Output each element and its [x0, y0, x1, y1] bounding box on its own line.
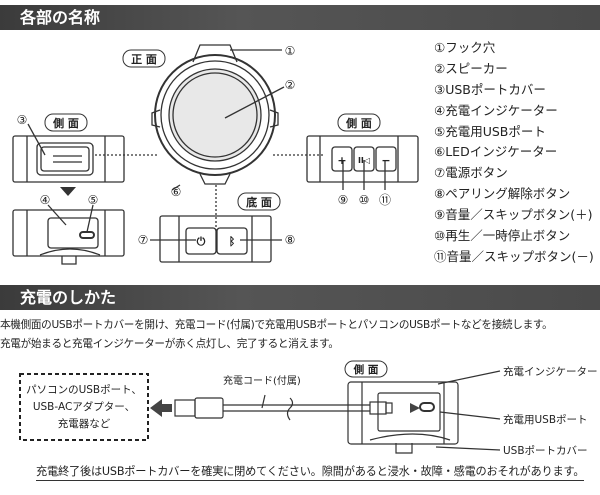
callout-5: ⑤ [88, 193, 99, 207]
section-header-part-names: 各部の名称 [0, 5, 600, 30]
callout-3: ③ [17, 113, 28, 127]
callout-10: ⑩ [359, 193, 370, 207]
down-arrow-icon [60, 187, 76, 196]
section-header-charging: 充電のしかた [0, 285, 600, 310]
power-icon: ⏻ [197, 235, 206, 248]
part-item: ⑪音量／スキップボタン(－) [434, 248, 594, 264]
part-item: ②スピーカー [434, 60, 508, 76]
side-view-cover-closed [12, 135, 125, 183]
charging-instructions: 本機側面のUSBポートカバーを開け、充電コード(付属)で充電用USBポートとパソ… [0, 316, 553, 354]
source-line-1: パソコンのUSBポート、 [26, 384, 142, 396]
callout-2: ② [285, 78, 296, 92]
callout-11: ⑪ [379, 193, 391, 207]
callout-9: ⑨ [338, 193, 349, 207]
plus-icon: + [337, 154, 346, 167]
part-item: ⑤充電用USBポート [434, 123, 546, 139]
view-label-side-right: 側 面 [345, 116, 372, 130]
callout-1: ① [285, 44, 296, 58]
callout-6: ⑥ [171, 185, 182, 199]
arrow-right-icon [398, 403, 420, 413]
source-line-2: USB-ACアダプター、 [33, 400, 135, 413]
cable-label: 充電コード(付属) [223, 374, 301, 387]
instruction-line: 本機側面のUSBポートカバーを開け、充電コード(付属)で充電用USBポートとパソ… [0, 319, 553, 331]
view-label-front: 正 面 [131, 53, 157, 66]
part-item: ⑨音量／スキップボタン(＋) [434, 207, 593, 223]
callout-numbers: ① ② ③ ④ ⑤ ⑥ ⑦ ⑧ ⑨ ⑩ ⑪ [17, 44, 391, 247]
callout-7: ⑦ [138, 233, 149, 247]
view-label-bottom: 底 面 [246, 195, 272, 209]
part-item: ④充電インジケーター [434, 102, 558, 118]
charging-side-label: 側 面 [353, 363, 379, 376]
callout-8: ⑧ [285, 233, 296, 247]
label-charge-indicator: 充電インジケーター [503, 365, 598, 378]
parts-list: ①フック穴 ②スピーカー ③USBポートカバー ④充電インジケーター ⑤充電用U… [434, 38, 594, 268]
part-item: ⑥LEDインジケーター [434, 144, 558, 160]
side-view-cover-open [12, 209, 125, 265]
label-port-cover: USBポートカバー [503, 445, 588, 457]
view-label-side-left: 側 面 [52, 116, 79, 130]
callout-4: ④ [40, 193, 51, 207]
bottom-view-drawing [159, 215, 272, 263]
part-item: ③USBポートカバー [434, 81, 546, 97]
play-pause-icon: II◁ [358, 156, 370, 165]
source-line-3: 充電器など [58, 417, 111, 430]
part-item: ①フック穴 [434, 40, 496, 55]
button-glyphs: + II◁ − ⏻ ᛒ [197, 154, 391, 248]
part-item: ⑩再生／一時停止ボタン [434, 228, 571, 244]
arrow-left-icon [150, 399, 172, 417]
bluetooth-icon: ᛒ [229, 235, 236, 248]
part-item: ⑦電源ボタン [434, 165, 508, 181]
caution-note: 充電終了後はUSBポートカバーを確実に閉めてください。隙間があると浸水・故障・感… [36, 463, 585, 481]
side-view-buttons [306, 135, 419, 183]
minus-icon: − [381, 154, 390, 167]
charging-diagram: パソコンのUSBポート、 USB-ACアダプター、 充電器など [19, 360, 598, 457]
speaker-front-drawing [151, 44, 279, 185]
label-charge-port: 充電用USBポート [503, 413, 588, 426]
instruction-line: 充電が始まると充電インジケーターが赤く点灯し、完了すると消えます。 [0, 338, 339, 350]
part-item: ⑧ペアリング解除ボタン [434, 186, 571, 202]
dotted-guides [95, 154, 323, 232]
